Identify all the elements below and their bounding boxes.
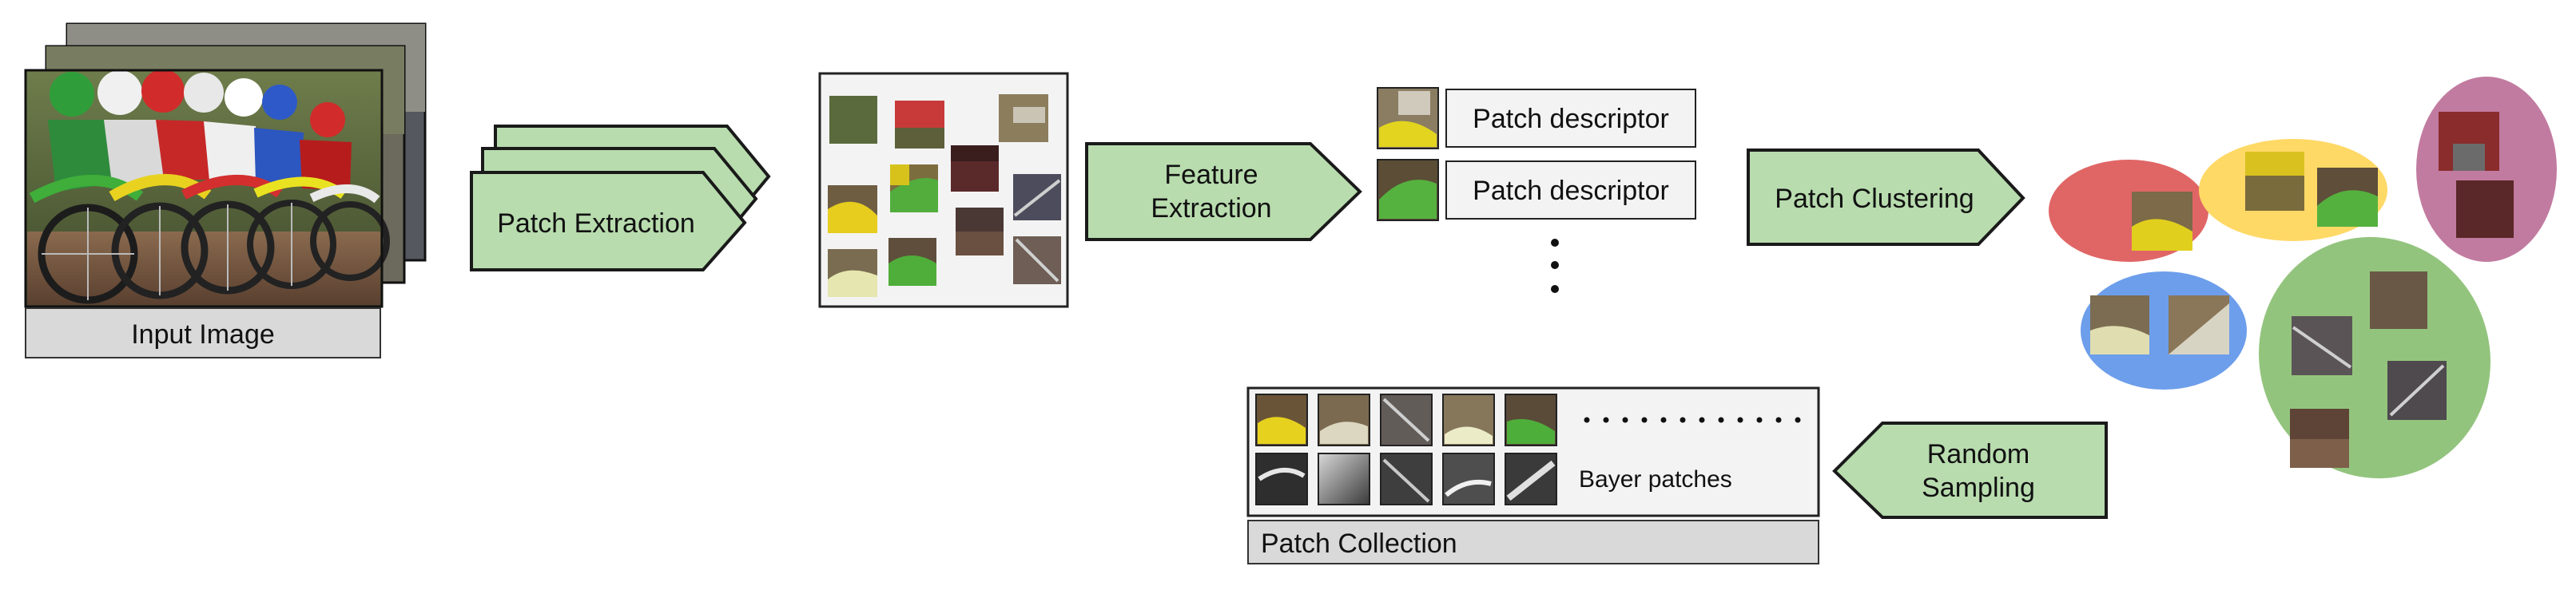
clusters bbox=[2049, 77, 2557, 479]
input-image-stack: Input Image bbox=[24, 22, 427, 358]
patch-collection-label: Patch Collection bbox=[1261, 529, 1457, 559]
patch-clustering-arrow: Patch Clustering bbox=[1747, 148, 2025, 246]
patch-descriptor-label-1: Patch descriptor bbox=[1473, 104, 1669, 134]
input-image-label-box: Input Image bbox=[25, 307, 381, 358]
patch-descriptor-label-2: Patch descriptor bbox=[1473, 176, 1669, 206]
input-image-label: Input Image bbox=[131, 319, 275, 350]
extracted-patches-panel bbox=[818, 72, 1069, 308]
vertical-ellipsis bbox=[1551, 239, 1559, 293]
patch-descriptor-row-2: Patch descriptor bbox=[1377, 159, 1696, 221]
feature-extraction-label-line2: Extraction bbox=[1151, 193, 1271, 224]
cluster-blue bbox=[2081, 271, 2247, 390]
input-photo-front bbox=[24, 69, 390, 308]
random-sampling-arrow: Random Sampling bbox=[1832, 422, 2108, 519]
bayer-patch bbox=[1318, 453, 1370, 505]
bayer-patches-label: Bayer patches bbox=[1579, 466, 1732, 493]
feature-extraction-label-line1: Feature bbox=[1164, 160, 1258, 190]
bayer-patch bbox=[1442, 453, 1495, 505]
patch-extraction-label: Patch Extraction bbox=[497, 208, 695, 239]
patch-extraction-arrow: Patch Extraction bbox=[470, 125, 771, 271]
feature-extraction-arrow: Feature Extraction bbox=[1085, 142, 1362, 241]
cluster-yellow bbox=[2199, 139, 2387, 241]
horizontal-ellipsis bbox=[1584, 417, 1801, 423]
patch-collection-panel: Bayer patches Patch Collection bbox=[1246, 386, 1820, 564]
color-patch-row bbox=[1255, 394, 1557, 446]
cluster-green bbox=[2259, 236, 2491, 479]
patch-collection-label-box: Patch Collection bbox=[1247, 520, 1819, 564]
cluster-red bbox=[2049, 160, 2208, 262]
bayer-patch bbox=[1255, 453, 1308, 505]
random-sampling-label-line1: Random bbox=[1927, 439, 2030, 469]
patch-clustering-label: Patch Clustering bbox=[1775, 184, 1974, 214]
patch-tile bbox=[829, 96, 877, 144]
random-sampling-label-line2: Sampling bbox=[1922, 473, 2035, 503]
bayer-patch-row bbox=[1255, 453, 1557, 505]
cluster-purple bbox=[2416, 77, 2557, 262]
patch-descriptor-row-1: Patch descriptor bbox=[1377, 87, 1696, 149]
